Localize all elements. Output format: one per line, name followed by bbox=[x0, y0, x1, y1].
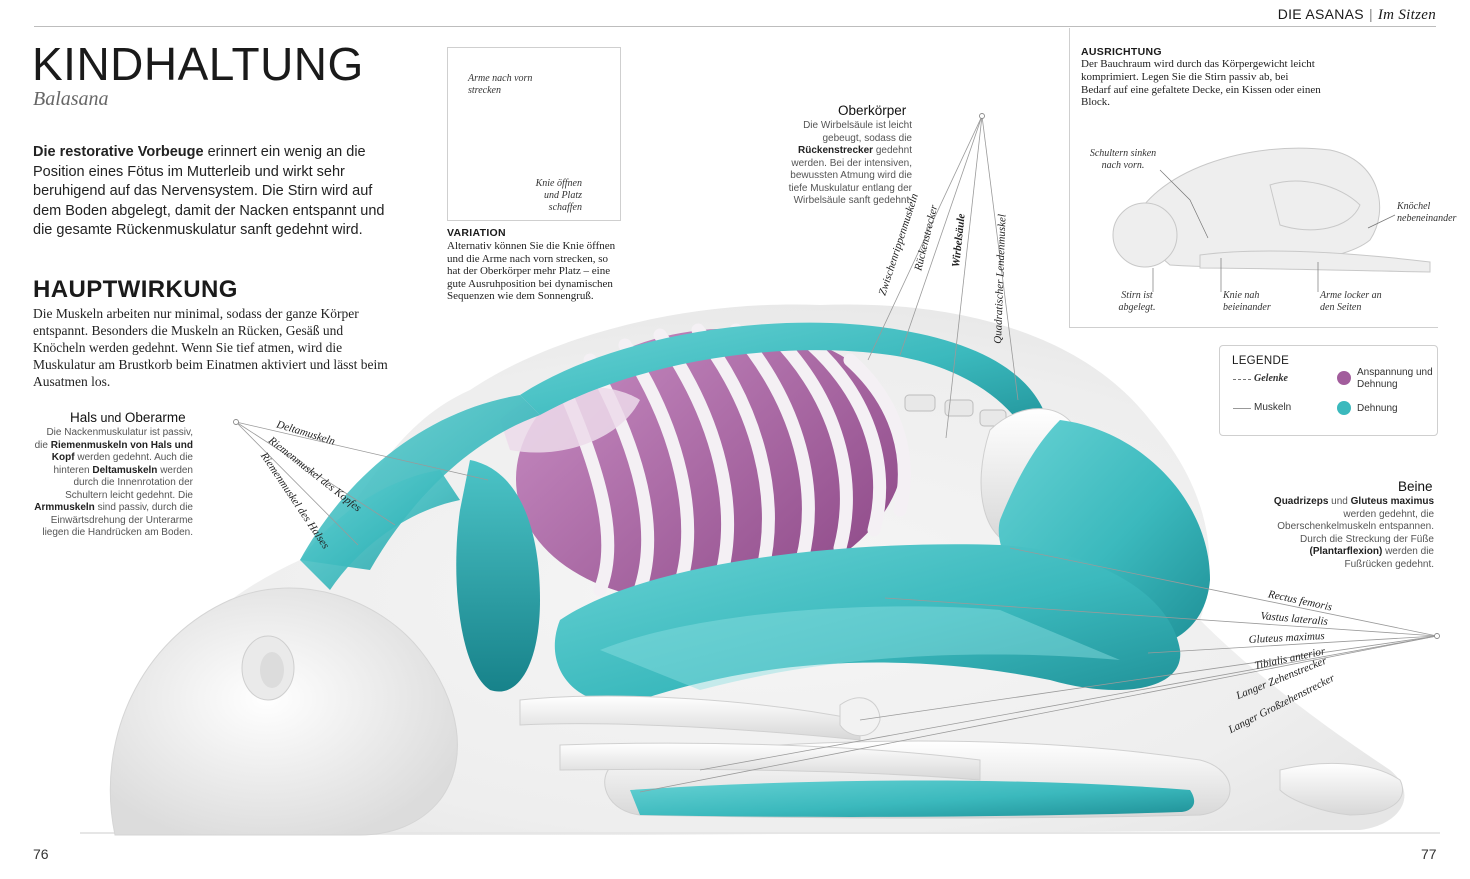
legend-joints-line bbox=[1233, 379, 1251, 380]
callout-torso-title: Oberkörper bbox=[838, 103, 907, 118]
legend-stretch-label: Dehnung bbox=[1357, 403, 1398, 414]
page-subtitle: Balasana bbox=[33, 88, 109, 110]
callout-torso-text: Die Wirbelsäule ist leicht gebeugt, soda… bbox=[788, 120, 912, 206]
alignment-label-shoulders: Schultern sinken nach vorn. bbox=[1089, 148, 1157, 171]
alignment-label-ankles: Knöchel nebeneinander bbox=[1397, 201, 1457, 224]
header-separator: | bbox=[1368, 6, 1373, 22]
alignment-frame bbox=[1069, 28, 1438, 328]
legend: LEGENDE Gelenke Muskeln Anspannung und D… bbox=[1219, 345, 1438, 436]
callout-neck-title: Hals und Oberarme bbox=[70, 410, 186, 425]
callout-neck-text: Die Nackenmuskulatur ist passiv, die Rie… bbox=[34, 427, 193, 538]
alignment-label-knees: Knie nah beieinander bbox=[1223, 290, 1271, 313]
header-subsection: Im Sitzen bbox=[1377, 7, 1436, 23]
alignment-label-forehead: Stirn ist abgelegt. bbox=[1118, 290, 1156, 313]
alignment-label-arms: Arme locker an den Seiten bbox=[1320, 290, 1382, 313]
main-effect-heading: HAUPTWIRKUNG bbox=[33, 276, 238, 303]
legend-tension-label: Anspannung und Dehnung bbox=[1357, 367, 1433, 390]
page-number-right: 77 bbox=[1421, 846, 1437, 862]
main-effect-text: Die Muskeln arbeiten nur minimal, sodass… bbox=[33, 306, 388, 389]
intro-text: erinnert ein wenig an die Position eines… bbox=[33, 144, 385, 238]
spine bbox=[904, 394, 1007, 427]
alignment-heading: AUSRICHTUNG bbox=[1081, 46, 1162, 58]
alignment-figure bbox=[1112, 147, 1431, 273]
variation-image-box: Arme nach vorn strecken Knie öffnen und … bbox=[447, 47, 621, 221]
rib-cage bbox=[500, 323, 911, 602]
variation-label-arms: Arme nach vorn strecken bbox=[468, 73, 533, 96]
page-title: KINDHALTUNG bbox=[32, 38, 364, 90]
header-section: DIE ASANAS bbox=[1277, 6, 1364, 22]
callout-legs-text: Quadrizeps und Gluteus maximus werden ge… bbox=[1273, 496, 1434, 570]
variation-label-knees: Knie öffnen und Platz schaffen bbox=[535, 178, 582, 213]
legend-tension-swatch bbox=[1337, 371, 1351, 385]
variation-heading: VARIATION bbox=[447, 227, 506, 239]
legend-stretch-swatch bbox=[1337, 401, 1351, 415]
head bbox=[109, 587, 458, 836]
header-rule bbox=[34, 26, 1436, 27]
running-header: DIE ASANAS|Im Sitzen bbox=[1278, 6, 1436, 24]
intro-paragraph: Die restorative Vorbeuge erinnert ein we… bbox=[33, 143, 403, 241]
legend-joints-label: Gelenke bbox=[1254, 373, 1288, 384]
legend-muscles-label: Muskeln bbox=[1254, 402, 1292, 413]
alignment-text: Der Bauchraum wird durch das Körpergewic… bbox=[1081, 58, 1321, 109]
variation-text: Alternativ können Sie die Knie öffnen un… bbox=[447, 240, 616, 303]
intro-lead: Die restorative Vorbeuge bbox=[33, 144, 204, 160]
page-number-left: 76 bbox=[33, 846, 49, 862]
legend-title: LEGENDE bbox=[1232, 355, 1290, 367]
callout-legs-title: Beine bbox=[1398, 479, 1433, 494]
legend-muscles-line bbox=[1233, 408, 1251, 409]
